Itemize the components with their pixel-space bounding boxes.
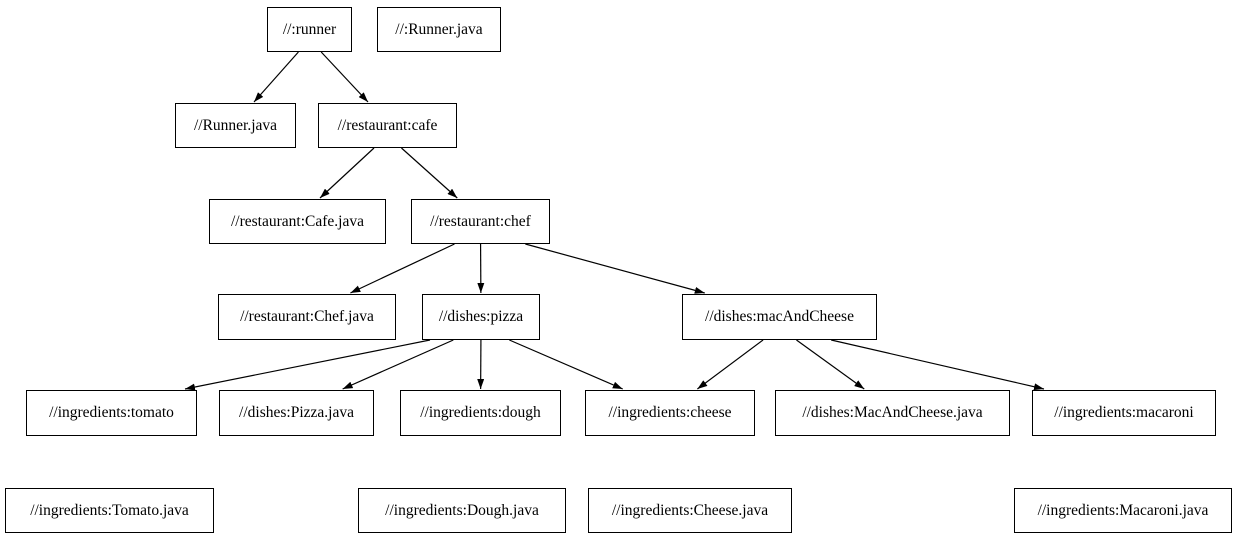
edge-pizza-to-tomato — [184, 339, 431, 391]
edge-cafe-to-chef — [401, 147, 458, 199]
edge-pizza-to-cheese — [509, 339, 623, 390]
graph-node-macandcheese-java: //dishes:MacAndCheese.java — [775, 390, 1010, 436]
graph-node-cheese-java: //ingredients:Cheese.java — [588, 488, 792, 533]
edge-cafe-to-cafe-java — [319, 147, 375, 199]
graph-node-root-runner-java: //Runner.java — [175, 103, 296, 148]
edge-runner-to-cafe — [320, 51, 369, 103]
graph-node-pizza-java: //dishes:Pizza.java — [219, 390, 374, 436]
graph-node-pizza: //dishes:pizza — [422, 294, 540, 340]
edge-chef-to-chef-java — [350, 243, 455, 294]
edge-macandcheese-to-macaroni — [831, 339, 1045, 391]
graph-node-tomato-java: //ingredients:Tomato.java — [5, 488, 214, 533]
graph-node-cheese: //ingredients:cheese — [585, 390, 755, 436]
graph-node-macandcheese: //dishes:macAndCheese — [682, 294, 877, 340]
edge-chef-to-macandcheese — [525, 243, 705, 294]
graph-node-chef: //restaurant:chef — [411, 199, 550, 244]
graph-node-runner: //:runner — [267, 7, 352, 52]
graph-node-tomato: //ingredients:tomato — [26, 390, 197, 436]
graph-node-runner-java-file: //:Runner.java — [377, 7, 501, 52]
graph-node-cafe: //restaurant:cafe — [318, 103, 457, 148]
graph-node-dough: //ingredients:dough — [400, 390, 561, 436]
edge-macandcheese-to-cheese — [697, 339, 764, 390]
edge-pizza-to-pizza-java — [342, 339, 454, 390]
graph-node-macaroni-java: //ingredients:Macaroni.java — [1014, 488, 1232, 533]
graph-node-dough-java: //ingredients:Dough.java — [358, 488, 566, 533]
graph-node-chef-java: //restaurant:Chef.java — [218, 294, 396, 340]
graph-node-macaroni: //ingredients:macaroni — [1032, 390, 1216, 436]
graph-node-cafe-java: //restaurant:Cafe.java — [209, 199, 386, 244]
edge-macandcheese-to-macandcheese-java — [796, 339, 865, 390]
edge-runner-to-root-runner-java — [253, 51, 299, 103]
